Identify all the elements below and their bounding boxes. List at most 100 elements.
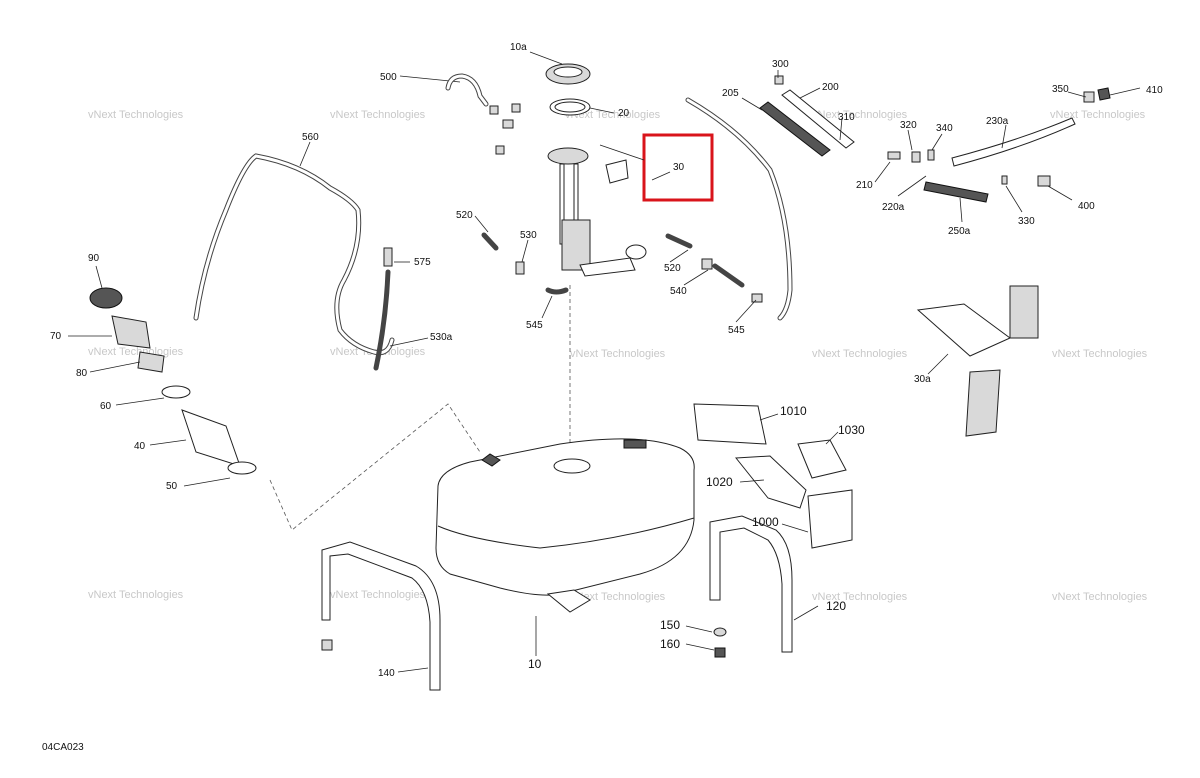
highlight-box — [642, 133, 714, 202]
hose-545 — [545, 287, 569, 295]
leader — [793, 605, 819, 621]
part-labels: 10a 500 20 30 205 300 200 310 320 340 23… — [50, 42, 1163, 679]
hose-205-inner — [686, 98, 792, 320]
leader — [825, 431, 839, 445]
label-70: 70 — [50, 331, 62, 342]
watermark: vNext Technologies — [570, 348, 666, 360]
leader — [1001, 124, 1007, 149]
label-10: 10 — [528, 657, 542, 671]
hose-540 — [712, 263, 745, 288]
label-410: 410 — [1146, 85, 1163, 96]
label-530: 530 — [520, 230, 537, 241]
cap-300 — [774, 75, 784, 85]
leader — [741, 97, 763, 111]
diagram-code: 04CA023 — [42, 742, 84, 753]
clamp-340 — [927, 149, 935, 161]
hose-230a — [951, 117, 1076, 167]
watermark: vNext Technologies — [330, 109, 426, 121]
leader — [959, 197, 963, 223]
label-160: 160 — [660, 637, 680, 651]
fitting-210 — [887, 151, 901, 160]
pump-housing — [965, 369, 1001, 437]
label-90: 90 — [88, 253, 100, 264]
filter-30 — [605, 159, 629, 184]
leader — [115, 397, 165, 406]
label-205: 205 — [722, 88, 739, 99]
pump-bracket-30a — [916, 303, 1011, 357]
tube-200 — [781, 89, 855, 149]
leader — [874, 161, 891, 183]
float — [625, 244, 647, 260]
fitting — [502, 119, 514, 129]
washer-150 — [713, 627, 727, 637]
leader — [397, 667, 429, 673]
label-340: 340 — [936, 123, 953, 134]
valve-530 — [515, 261, 525, 275]
watermark: vNext Technologies — [565, 109, 661, 121]
valve-575 — [383, 247, 393, 267]
hose-520 — [481, 232, 499, 251]
leader — [1005, 185, 1023, 213]
leader — [669, 249, 689, 263]
strap-140 — [321, 541, 441, 691]
watermark: vNext Technologies — [812, 109, 908, 121]
pump-flange — [547, 147, 589, 165]
label-500: 500 — [380, 72, 397, 83]
label-140: 140 — [378, 668, 395, 679]
label-300: 300 — [772, 59, 789, 70]
leader — [799, 87, 821, 99]
label-210: 210 — [856, 180, 873, 191]
label-545-left: 545 — [526, 320, 543, 331]
label-575: 575 — [414, 257, 431, 268]
fuel-cap-90 — [89, 287, 123, 309]
leader — [1067, 91, 1087, 98]
leader — [735, 299, 757, 323]
valve-400 — [1037, 175, 1051, 187]
watermark: vNext Technologies — [88, 109, 184, 121]
leader — [521, 239, 529, 263]
watermark: vNext Technologies — [1050, 109, 1146, 121]
label-1030: 1030 — [838, 423, 865, 437]
fitting-410 — [1097, 87, 1111, 101]
hose-560 — [193, 153, 395, 356]
adapter-80 — [137, 351, 165, 373]
seal-20-inner — [554, 101, 586, 113]
clamp — [751, 293, 763, 303]
clamp-60 — [161, 385, 191, 399]
clamp — [511, 103, 521, 113]
clamp — [489, 105, 499, 115]
watermark: vNext Technologies — [330, 589, 426, 601]
tank-seam — [437, 517, 695, 549]
lock-ring-inner — [553, 66, 583, 78]
leader — [299, 141, 311, 167]
leader — [95, 265, 103, 289]
tank-body — [435, 438, 695, 596]
leader — [183, 477, 231, 487]
label-1010: 1010 — [780, 404, 807, 418]
label-220a: 220a — [882, 202, 905, 213]
label-330: 330 — [1018, 216, 1035, 227]
leader — [89, 361, 141, 373]
leader — [541, 295, 553, 319]
label-560: 560 — [302, 132, 319, 143]
watermark: vNext Technologies — [812, 348, 908, 360]
leader — [599, 144, 645, 161]
leader — [897, 175, 927, 197]
tank-label-plate — [623, 439, 647, 449]
label-545-right: 545 — [728, 325, 745, 336]
leader — [685, 643, 715, 651]
hose-530a — [373, 269, 391, 371]
leader — [839, 117, 843, 141]
dash-guide — [269, 403, 481, 531]
tank-opening — [553, 458, 591, 474]
leader — [474, 215, 489, 233]
leader — [1109, 87, 1141, 96]
label-540: 540 — [670, 286, 687, 297]
pump-float-arm — [579, 257, 636, 277]
filler-hose-40 — [181, 409, 241, 467]
watermark: vNext Technologies — [570, 591, 666, 603]
pump-body — [561, 219, 591, 271]
hose-520b — [665, 233, 693, 249]
label-1000: 1000 — [752, 515, 779, 529]
watermark: vNext Technologies — [1052, 591, 1148, 603]
